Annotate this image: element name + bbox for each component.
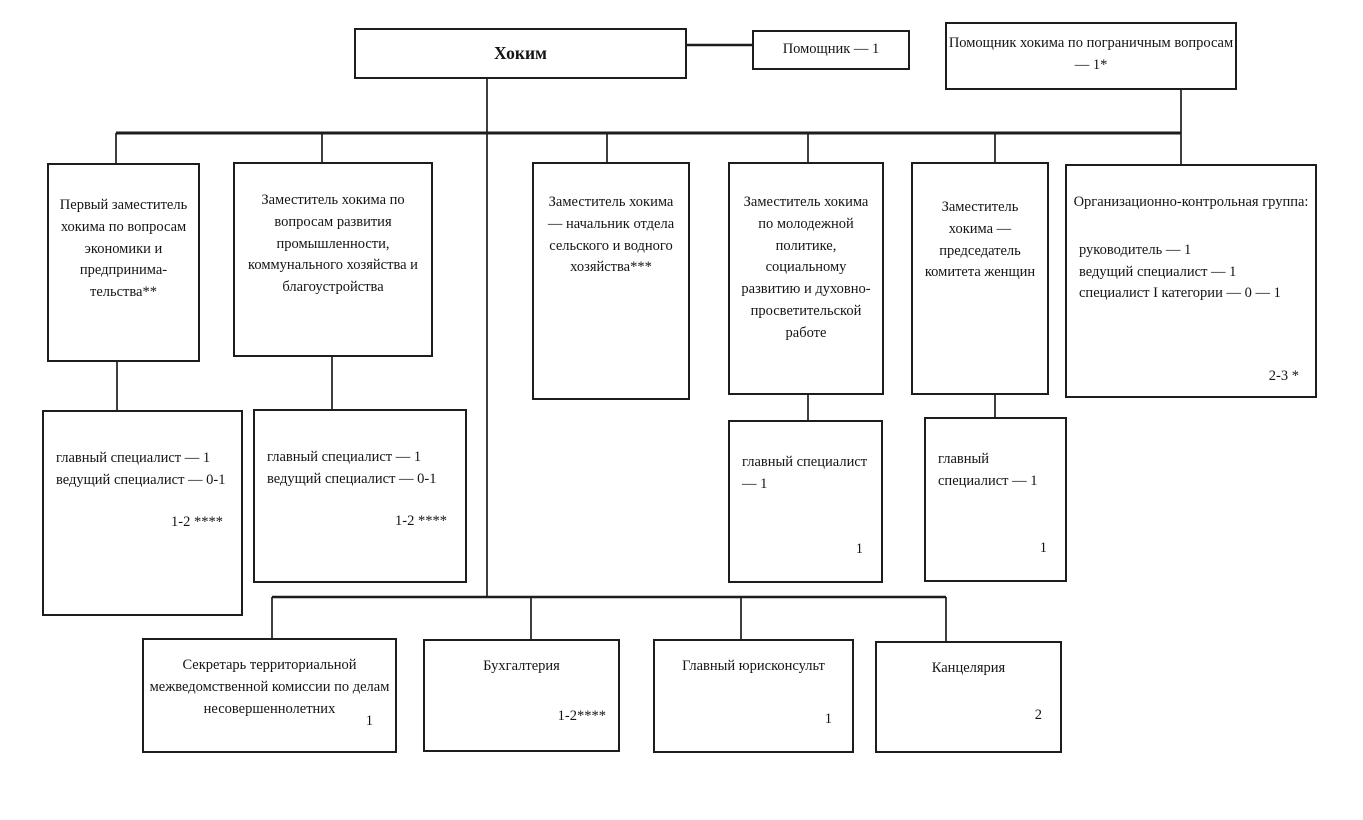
staff-total: 1 (855, 541, 863, 558)
unit-total: 1 (824, 711, 832, 728)
node-hokim: Хоким (354, 28, 687, 79)
node-deputy-agriculture-water-label: Заместитель хокима — начальник отдела се… (547, 194, 675, 276)
staff-line: главный специалист — 1 (267, 449, 422, 465)
unit-total: 1-2**** (557, 708, 606, 725)
staff-line: руководитель — 1 (1079, 241, 1192, 258)
staff-line: ведущий специалист — 1 (1079, 263, 1237, 280)
node-chief-legal-adviser: Главный юрисконсульт 1 (653, 639, 854, 753)
node-chancery-label: Канцелярия (931, 660, 1006, 676)
node-staff-youth: главный специалист — 1 1 (728, 420, 883, 583)
node-first-deputy-economy-label: Первый заместитель хокима по вопросам эк… (59, 197, 188, 300)
unit-total: 2 (1034, 707, 1042, 724)
staff-total: 1 (1039, 540, 1047, 557)
node-assistant: Помощник — 1 (752, 30, 910, 70)
node-secretary-minors-commission-label: Секретарь территориальной межведомственн… (149, 657, 390, 717)
node-chancery: Канцелярия 2 (875, 641, 1062, 753)
staff-line: ведущий специалист — 0-1 (56, 471, 226, 488)
node-deputy-women-committee: Заместитель хокима — председатель комите… (911, 162, 1049, 395)
node-first-deputy-economy: Первый заместитель хокима по вопросам эк… (47, 163, 200, 362)
node-secretary-minors-commission: Секретарь территориальной межведомственн… (142, 638, 397, 753)
node-deputy-industry-utilities: Заместитель хокима по вопросам развития … (233, 162, 433, 357)
staff-line: ведущий специалист — 0-1 (267, 470, 437, 487)
staff-total: 1-2 **** (171, 514, 223, 530)
staff-line: главный специалист — 1 (938, 451, 1038, 489)
node-assistant-label: Помощник — 1 (782, 41, 880, 58)
org-control-group-title: Организационно-контрольная группа: (1073, 194, 1309, 210)
node-deputy-agriculture-water: Заместитель хокима — начальник отдела се… (532, 162, 690, 400)
node-staff-industry: главный специалист — 1 ведущий специалис… (253, 409, 467, 583)
node-hokim-label: Хоким (494, 43, 547, 64)
node-staff-women: главный специалист — 1 1 (924, 417, 1067, 582)
node-deputy-industry-utilities-label: Заместитель хокима по вопросам развития … (248, 192, 418, 295)
node-staff-economy: главный специалист — 1 ведущий специалис… (42, 410, 243, 616)
staff-total: 1-2 **** (395, 513, 447, 529)
staff-line: главный специалист — 1 (56, 450, 211, 466)
staff-line: специалист I категории — 0 — 1 (1079, 285, 1281, 302)
org-control-group-staff-list: руководитель — 1 ведущий специалист — 1 … (1067, 240, 1315, 305)
node-deputy-youth-social-label: Заместитель хокима по молодежной политик… (741, 194, 871, 341)
org-control-group-total: 2-3 * (1268, 368, 1299, 385)
node-border-assistant-label: Помощник хокима по пограничным вопросам … (948, 35, 1234, 73)
node-deputy-youth-social: Заместитель хокима по молодежной политик… (728, 162, 884, 395)
node-org-control-group: Организационно-контрольная группа: руков… (1065, 164, 1317, 398)
node-accounting-label: Бухгалтерия (483, 658, 560, 674)
staff-line: главный специалист — 1 (742, 454, 868, 492)
node-deputy-women-committee-label: Заместитель хокима — председатель комите… (924, 199, 1036, 281)
node-accounting: Бухгалтерия 1-2**** (423, 639, 620, 752)
node-chief-legal-adviser-label: Главный юрисконсульт (682, 658, 825, 674)
unit-total: 1 (365, 713, 373, 730)
node-border-assistant: Помощник хокима по пограничным вопросам … (945, 22, 1237, 90)
